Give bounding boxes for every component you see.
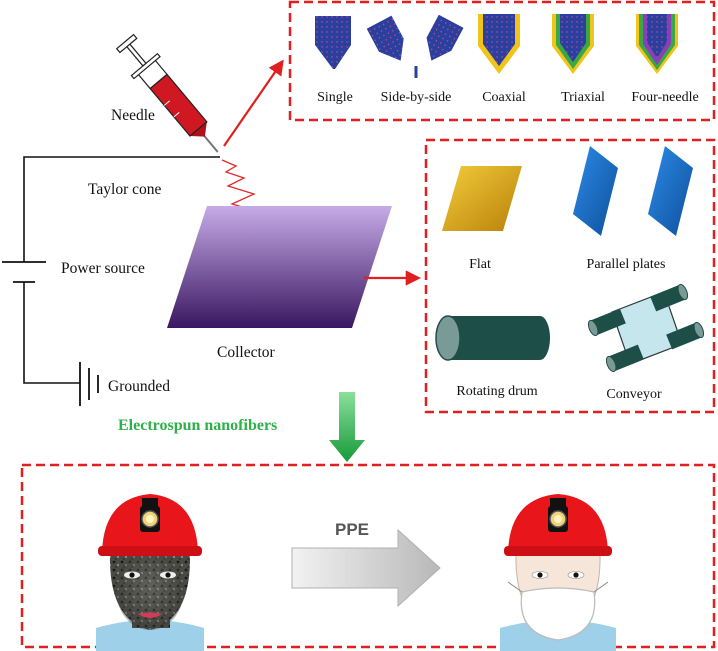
down-arrow-green <box>329 392 365 462</box>
collector-label-conveyor: Conveyor <box>606 387 662 402</box>
spinneret-label-side-by-side: Side-by-side <box>381 90 452 105</box>
worker-without-ppe-illustration <box>96 494 204 651</box>
side-by-side-spinneret-icon <box>366 14 464 78</box>
arrow-to-spinnerets <box>223 59 284 147</box>
ground-symbol <box>79 362 99 406</box>
ppe-label: PPE <box>335 520 369 539</box>
coaxial-spinneret-icon <box>478 14 520 74</box>
application-box <box>20 463 716 649</box>
spinneret-label-triaxial: Triaxial <box>561 90 605 105</box>
needle-label: Needle <box>111 107 155 124</box>
rotating-drum-icon <box>435 315 550 361</box>
spinneret-label-single: Single <box>317 90 353 105</box>
grounded-label: Grounded <box>108 378 170 395</box>
single-spinneret-icon <box>315 16 351 69</box>
electrospun-label: Electrospun nanofibers <box>118 417 277 434</box>
spinneret-label-four-needle: Four-needle <box>631 90 698 105</box>
triaxial-spinneret-icon <box>552 14 594 74</box>
circuit-wires <box>23 156 220 384</box>
collector-label-flat: Flat <box>469 257 491 272</box>
parallel-plates-icon <box>573 146 693 236</box>
flat-collector-icon <box>442 166 522 231</box>
collector-label: Collector <box>217 344 276 361</box>
taylor-cone-label: Taylor cone <box>88 181 161 198</box>
collector-label-parallel-plates: Parallel plates <box>587 257 666 272</box>
four-needle-spinneret-icon <box>636 14 678 74</box>
conveyor-icon <box>587 283 705 373</box>
collector-plate <box>167 206 392 328</box>
power-source-label: Power source <box>61 260 145 277</box>
spinneret-types-box <box>288 0 716 122</box>
collector-types-box <box>424 138 716 414</box>
ppe-arrow <box>291 528 441 608</box>
collector-label-rotating-drum: Rotating drum <box>456 384 537 399</box>
spinneret-label-coaxial: Coaxial <box>482 90 526 105</box>
worker-with-ppe-illustration <box>500 494 616 651</box>
power-source-symbol <box>2 261 46 283</box>
syringe-icon <box>115 33 219 153</box>
